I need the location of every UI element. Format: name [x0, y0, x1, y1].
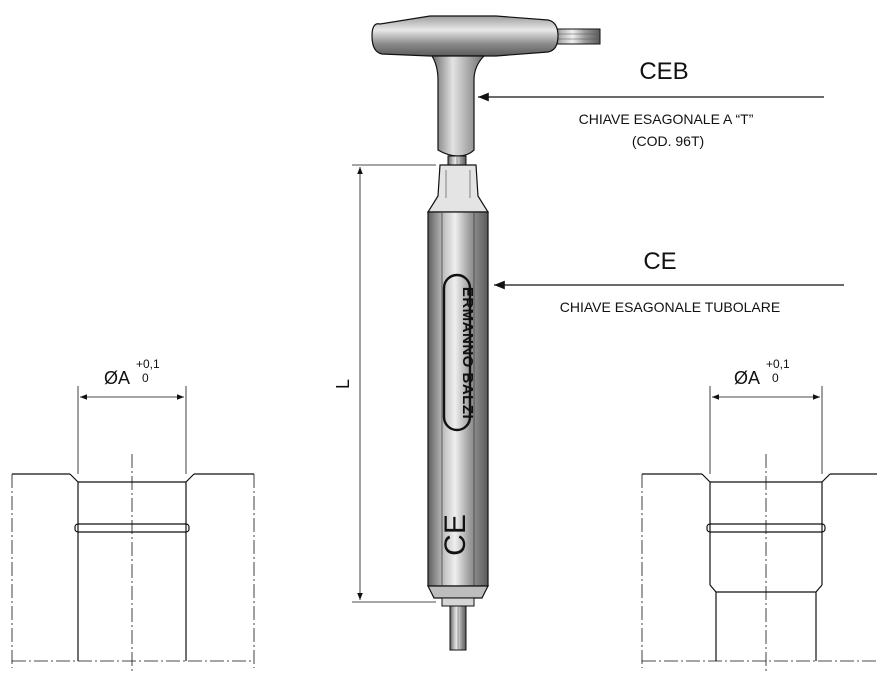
brand-engraving: ERMANNO BALZI	[459, 287, 476, 419]
ce-code: CE	[643, 248, 676, 275]
length-label: L	[333, 379, 353, 389]
ceb-description: CHIAVE ESAGONALE A “T”	[579, 111, 754, 127]
left-diameter-symbol: ØA	[104, 368, 130, 388]
ce-description: CHIAVE ESAGONALE TUBOLARE	[560, 299, 780, 315]
right-diameter-symbol: ØA	[734, 368, 760, 388]
right-bore-section	[641, 386, 877, 672]
ceb-code: CEB	[639, 58, 688, 85]
tool-code-engraving: CE	[439, 514, 472, 556]
ceb-code-number: (COD. 96T)	[632, 133, 704, 149]
length-dimension	[352, 164, 436, 603]
left-diameter-lower-tolerance: 0	[142, 371, 149, 385]
left-diameter-upper-tolerance: +0,1	[136, 357, 160, 371]
t-handle-wrench	[371, 15, 601, 207]
right-diameter-upper-tolerance: +0,1	[766, 357, 790, 371]
tubular-hex-wrench	[426, 164, 490, 651]
right-diameter-lower-tolerance: 0	[772, 371, 779, 385]
left-bore-section	[11, 386, 255, 672]
